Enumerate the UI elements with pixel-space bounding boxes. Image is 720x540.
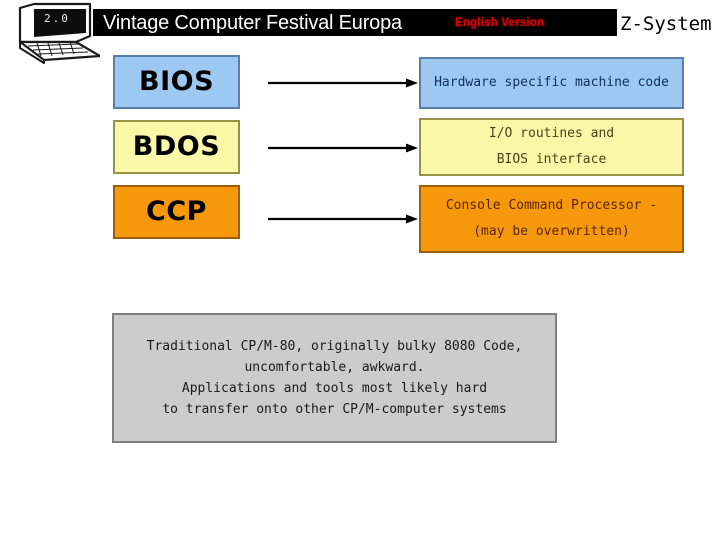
- description-box-bdos: I/O routines and BIOS interface: [419, 118, 684, 176]
- footnote-line: Applications and tools most likely hard: [181, 381, 488, 396]
- description-line: BIOS interface: [496, 152, 607, 167]
- arrow-right-icon-bdos: [268, 141, 418, 153]
- description-line: Console Command Processor -: [445, 198, 658, 213]
- description-box-ccp: Console Command Processor - (may be over…: [419, 185, 684, 253]
- description-box-bios: Hardware specific machine code: [419, 57, 684, 109]
- footnote-box: Traditional CP/M-80, originally bulky 80…: [112, 313, 557, 443]
- vintage-laptop-icon: 2.0: [4, 2, 102, 64]
- festival-title: Vintage Computer Festival Europa: [103, 11, 402, 34]
- footnote-line: uncomfortable, awkward.: [244, 360, 425, 375]
- layer-box-bdos: BDOS: [113, 120, 240, 174]
- layer-box-bios: BIOS: [113, 55, 240, 109]
- description-line: I/O routines and: [488, 126, 615, 141]
- description-line: Hardware specific machine code: [434, 75, 669, 90]
- page-title: Z-System: [620, 13, 712, 35]
- english-version-badge: English Version: [454, 16, 545, 29]
- title-banner: Vintage Computer Festival Europa English…: [93, 9, 617, 36]
- footnote-line: to transfer onto other CP/M-computer sys…: [162, 402, 507, 417]
- logo-screen-text: 2.0: [44, 12, 70, 25]
- arrow-right-icon-ccp: [268, 212, 418, 224]
- description-line: (may be overwritten): [473, 224, 630, 239]
- footnote-line: Traditional CP/M-80, originally bulky 80…: [146, 339, 523, 354]
- layer-label-bdos: BDOS: [132, 131, 221, 162]
- layer-label-bios: BIOS: [138, 66, 215, 97]
- layer-box-ccp: CCP: [113, 185, 240, 239]
- arrow-right-icon-bios: [268, 76, 418, 88]
- layer-label-ccp: CCP: [146, 196, 207, 227]
